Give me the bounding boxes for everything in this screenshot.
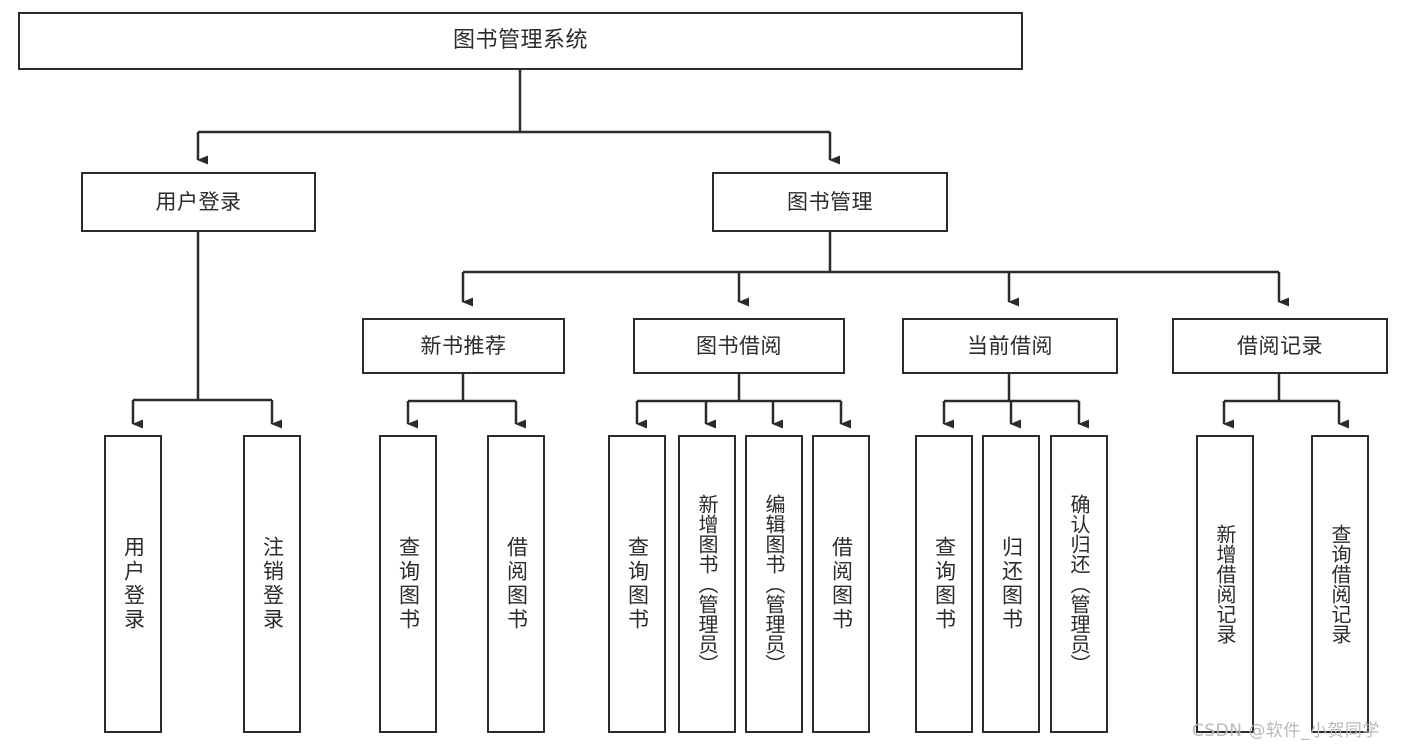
node-new-book-recommend[interactable]: 新书推荐 xyxy=(362,318,565,374)
node-label: 当前借阅 xyxy=(967,333,1053,358)
node-label: 归还图书 xyxy=(999,536,1024,632)
node-book-borrow[interactable]: 图书借阅 xyxy=(633,318,845,374)
node-label: 查询借阅记录 xyxy=(1328,524,1352,644)
node-current-borrow[interactable]: 当前借阅 xyxy=(902,318,1118,374)
node-label: 图书管理 xyxy=(787,189,873,214)
leaf-query-book-new[interactable]: 查询图书 xyxy=(379,435,437,733)
leaf-confirm-return-admin[interactable]: 确认归还（管理员） xyxy=(1050,435,1108,733)
leaf-query-book-current[interactable]: 查询图书 xyxy=(915,435,973,733)
node-borrow-record[interactable]: 借阅记录 xyxy=(1172,318,1388,374)
node-label: 借阅图书 xyxy=(829,536,854,632)
leaf-borrow-book-new[interactable]: 借阅图书 xyxy=(487,435,545,733)
node-root-library-system[interactable]: 图书管理系统 xyxy=(18,12,1023,70)
node-label: 图书管理系统 xyxy=(452,28,588,54)
leaf-edit-book-admin[interactable]: 编辑图书（管理员） xyxy=(745,435,803,733)
leaf-return-book[interactable]: 归还图书 xyxy=(982,435,1040,733)
leaf-user-login[interactable]: 用户登录 xyxy=(104,435,162,733)
node-label: 借阅图书 xyxy=(504,536,529,632)
leaf-add-book-admin[interactable]: 新增图书（管理员） xyxy=(678,435,736,733)
node-label: 新书推荐 xyxy=(420,333,507,358)
leaf-query-book-borrow[interactable]: 查询图书 xyxy=(608,435,666,733)
node-label: 新增图书（管理员） xyxy=(695,494,719,674)
node-label: 新增借阅记录 xyxy=(1213,524,1237,644)
node-label: 注销登录 xyxy=(260,536,285,632)
node-label: 编辑图书（管理员） xyxy=(762,494,786,674)
node-label: 确认归还（管理员） xyxy=(1067,494,1091,674)
leaf-query-borrow-record[interactable]: 查询借阅记录 xyxy=(1311,435,1369,733)
watermark-csdn: CSDN @软件_小贺同学 xyxy=(1192,721,1380,741)
leaf-add-borrow-record[interactable]: 新增借阅记录 xyxy=(1196,435,1254,733)
leaf-borrow-book[interactable]: 借阅图书 xyxy=(812,435,870,733)
node-label: 用户登录 xyxy=(155,189,242,214)
node-label: 用户登录 xyxy=(121,536,146,632)
node-user-login[interactable]: 用户登录 xyxy=(81,172,316,232)
node-label: 查询图书 xyxy=(625,536,650,632)
node-label: 图书借阅 xyxy=(696,333,782,358)
leaf-logout[interactable]: 注销登录 xyxy=(243,435,301,733)
node-label: 查询图书 xyxy=(396,536,421,632)
node-book-management[interactable]: 图书管理 xyxy=(712,172,948,232)
node-label: 借阅记录 xyxy=(1237,333,1323,358)
node-label: 查询图书 xyxy=(932,536,957,632)
